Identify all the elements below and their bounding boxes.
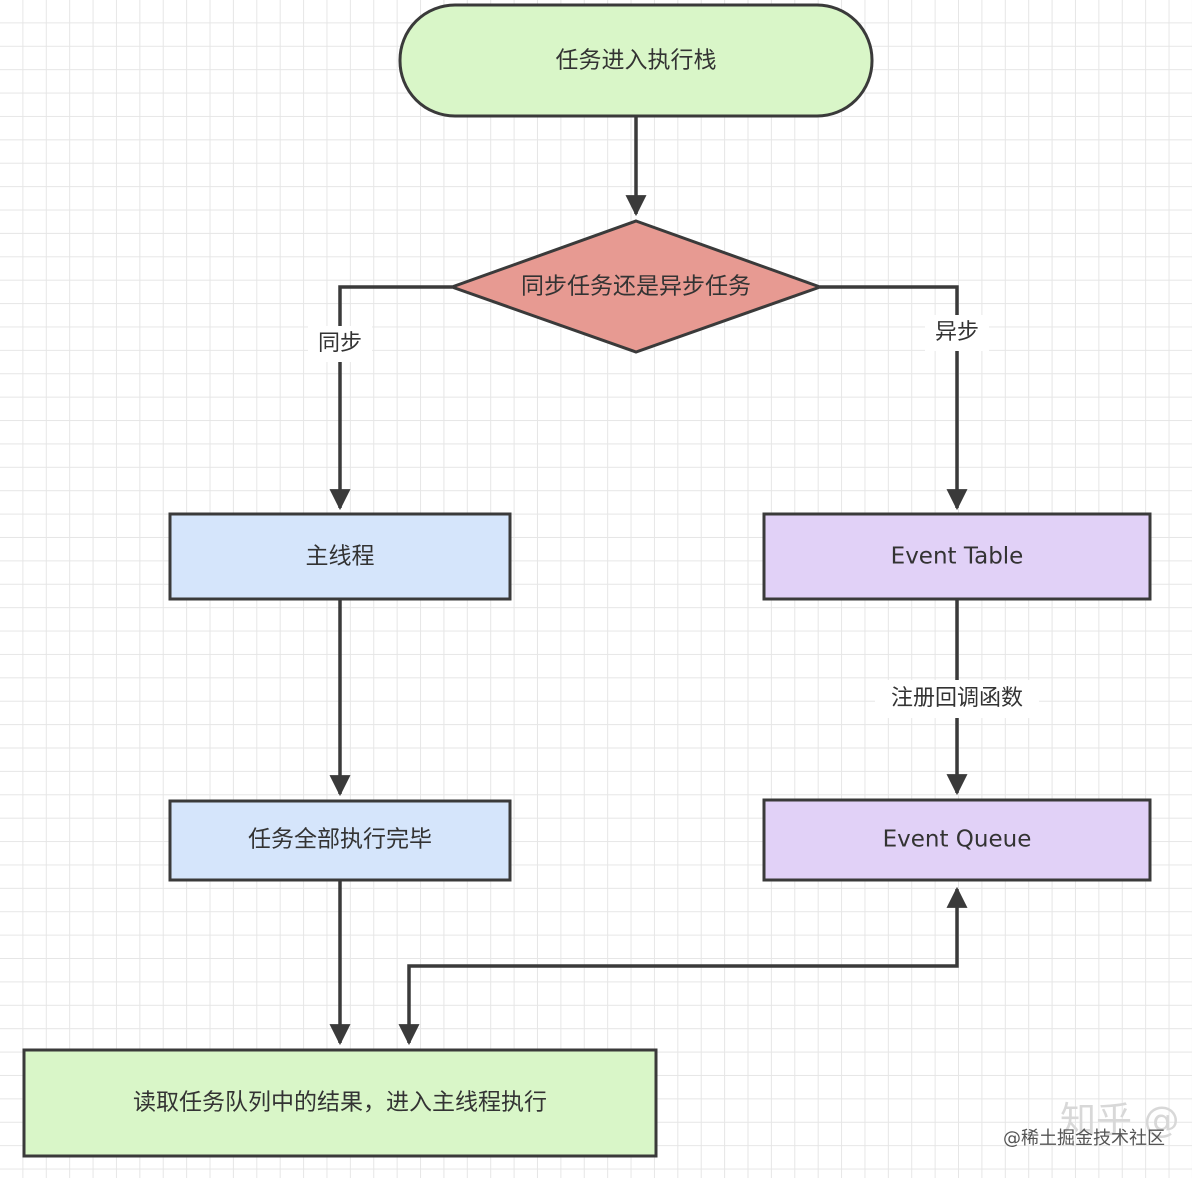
edge-label-sync-bg [308, 326, 372, 362]
node-main-thread: 主线程 [168, 512, 512, 601]
edge-decision-to-main-thread [329, 285, 452, 511]
node-all-done-label: 任务全部执行完毕 [248, 827, 432, 853]
node-event-table: Event Table [762, 512, 1152, 601]
node-all-done: 任务全部执行完毕 [168, 799, 512, 882]
node-main-thread-label: 主线程 [306, 544, 375, 570]
node-decision: 同步任务还是异步任务 [447, 219, 825, 354]
node-decision-label: 同步任务还是异步任务 [521, 274, 751, 300]
node-start: 任务进入执行栈 [398, 3, 874, 118]
edge-label-register: 注册回调函数 [891, 686, 1023, 711]
node-start-label: 任务进入执行栈 [556, 48, 717, 74]
watermark-zhihu: 知乎 @ [1060, 1100, 1179, 1141]
edge-loop-read-to-event-queue [398, 886, 968, 1046]
edge-decision-to-event-table [820, 285, 968, 511]
edge-label-register-bg [875, 680, 1039, 718]
node-read-queue: 读取任务队列中的结果，进入主线程执行 [22, 1048, 658, 1158]
edge-label-async-bg [925, 315, 989, 351]
edge-label-sync: 同步 [318, 331, 362, 356]
watermark-juejin: @稀土掘金技术社区 [1003, 1128, 1165, 1149]
node-event-queue-label: Event Queue [883, 827, 1032, 853]
edge-label-async: 异步 [935, 320, 979, 345]
node-event-table-label: Event Table [891, 544, 1024, 570]
node-event-queue: Event Queue [762, 798, 1152, 882]
node-read-queue-label: 读取任务队列中的结果，进入主线程执行 [133, 1090, 547, 1116]
